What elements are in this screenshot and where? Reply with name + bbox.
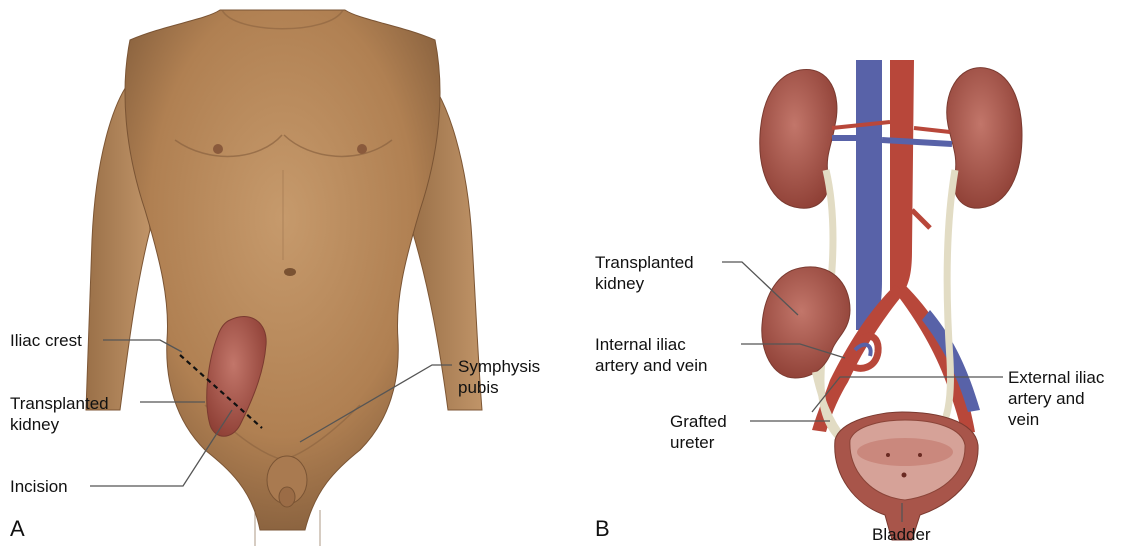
navel: [284, 268, 296, 276]
aorta: [890, 60, 914, 290]
label-incision: Incision: [10, 476, 68, 497]
right-native-kidney: [947, 68, 1022, 209]
label-internal-iliac: Internal iliac artery and vein: [595, 334, 707, 376]
torso-figure: [86, 10, 482, 546]
label-grafted-ureter: Grafted ureter: [670, 411, 727, 453]
label-transplanted-kidney-b: Transplanted kidney: [595, 252, 694, 294]
label-transplanted-kidney-a: Transplanted kidney: [10, 393, 109, 435]
torso: [125, 10, 440, 530]
left-nipple: [213, 144, 223, 154]
label-symphysis-pubis: Symphysis pubis: [458, 356, 540, 398]
transplanted-kidney-b: [762, 267, 850, 378]
panel-letter-b: B: [595, 516, 610, 542]
left-native-kidney: [760, 69, 837, 208]
label-iliac-crest: Iliac crest: [10, 330, 82, 351]
urinary-system: [760, 60, 1022, 540]
panel-letter-a: A: [10, 516, 25, 542]
right-nipple: [357, 144, 367, 154]
label-bladder: Bladder: [872, 524, 931, 545]
vena-cava: [856, 60, 882, 330]
right-native-ureter: [935, 170, 955, 438]
label-external-iliac: External iliac artery and vein: [1008, 367, 1104, 430]
